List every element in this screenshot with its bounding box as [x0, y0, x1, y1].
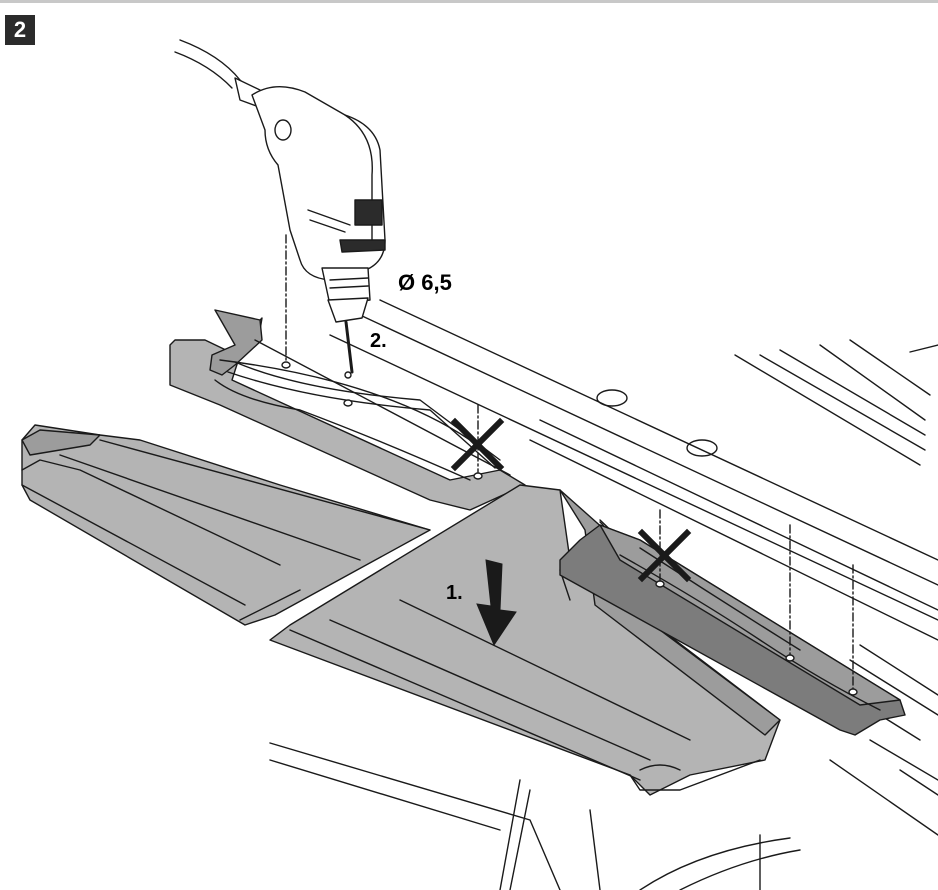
drill-diameter-label: Ø 6,5: [398, 270, 452, 295]
cross-icon-2: [637, 528, 692, 583]
step-1-label: 1.: [446, 582, 463, 604]
top-border: [0, 0, 938, 3]
step-2-label: 2.: [370, 330, 387, 352]
step-number-badge: 2: [5, 15, 35, 45]
down-arrow-icon: [476, 559, 517, 647]
cross-icon: [450, 417, 505, 472]
drill-guides: [285, 234, 854, 691]
drill-holes: [281, 361, 858, 696]
drill-icon: [174, 39, 386, 379]
mounting-surface: [269, 299, 938, 890]
rail-left: [21, 424, 431, 626]
